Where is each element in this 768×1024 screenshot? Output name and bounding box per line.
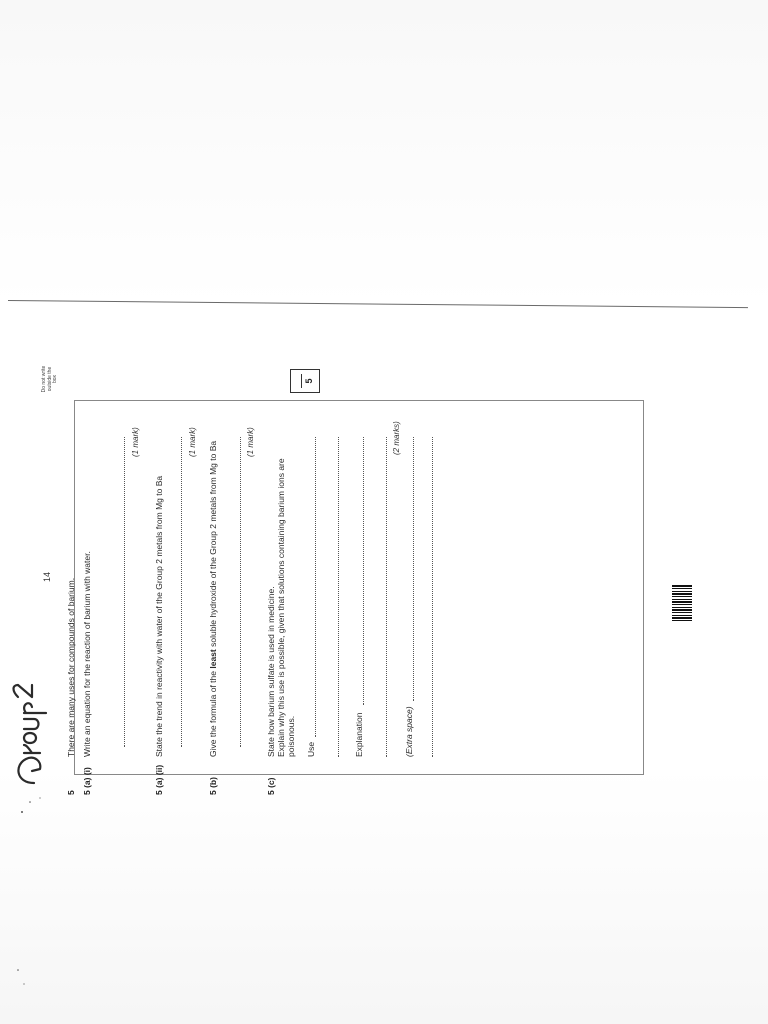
margin-note: Do not write outside the box [41, 365, 58, 393]
question-number-5: 5 [66, 790, 76, 795]
question-number-5b: 5 (b) [208, 777, 218, 795]
handwritten-group-2 [12, 683, 48, 785]
page-number: 14 [42, 572, 52, 583]
total-marks-box: 5 [290, 369, 320, 393]
answer-line-use[interactable] [315, 437, 316, 737]
question-number-5aii: 5 (a) (ii) [154, 764, 164, 795]
question-5-intro: There are many uses for compounds of bar… [66, 577, 76, 757]
mark-5ai: (1 mark) [131, 427, 140, 457]
exam-page-rotated: 14 Do not write outside the box 5 There … [40, 357, 692, 797]
answer-line-extra-space-2[interactable] [432, 437, 433, 757]
answer-line-5ai[interactable] [124, 437, 125, 747]
extra-space-label: (Extra space) [404, 706, 414, 757]
question-5ai-text: Write an equation for the reaction of ba… [82, 551, 92, 757]
mark-5aii: (1 mark) [188, 427, 197, 457]
mark-5b: (1 mark) [246, 427, 255, 457]
explanation-label: Explanation [354, 712, 364, 757]
mark-5c: (2 marks) [392, 421, 401, 455]
answer-line-5aii[interactable] [181, 437, 182, 747]
use-label: Use [306, 741, 316, 757]
total-marks-value: 5 [304, 378, 314, 384]
question-5c-line-3: poisonous. [286, 715, 296, 757]
barcode [672, 585, 692, 621]
question-5b-text: Give the formula of the least soluble hy… [208, 440, 218, 757]
answer-line-5b[interactable] [240, 437, 241, 747]
question-number-5ai: 5 (a) (i) [82, 767, 92, 795]
question-5c-line-2: Explain why this use is possible, given … [276, 458, 286, 757]
answer-line-extra-space[interactable] [413, 437, 414, 701]
answer-line-explanation-2[interactable] [386, 437, 387, 757]
question-5aii-text: State the trend in reactivity with water… [154, 475, 164, 757]
answer-line-explanation[interactable] [363, 437, 364, 705]
question-number-5c: 5 (c) [266, 777, 276, 795]
answer-line-use-2[interactable] [338, 437, 339, 757]
